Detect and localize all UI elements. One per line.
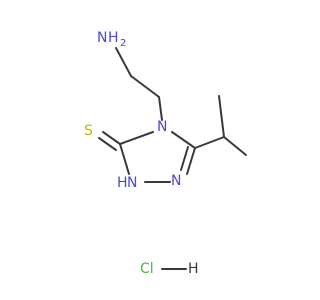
bond-c5-n-double-b [180, 146, 189, 171]
bond-ch2-ch2 [130, 75, 160, 98]
ring-n2-label: N [171, 173, 181, 189]
atom-labels: N H 2 N N H N S Cl H [84, 30, 199, 277]
bond-group [98, 47, 247, 270]
bond-n4-c3 [119, 131, 154, 145]
ring-n4-label: N [157, 119, 167, 135]
salt-cl-label: Cl [140, 261, 154, 277]
amine-h-subscript: 2 [120, 38, 126, 49]
thione-s-label: S [84, 123, 93, 139]
ring-n1-label: N [127, 175, 137, 191]
bond-ch2-n4 [158, 96, 163, 121]
bond-amine-ch2 [115, 47, 132, 77]
molecule-structure: N H 2 N N H N S Cl H [84, 30, 247, 277]
bond-c3-s-double-a [102, 131, 121, 145]
amine-n-label: N [97, 30, 107, 46]
bond-ch-ch3-right [223, 136, 247, 156]
bond-n4-c5 [171, 131, 196, 149]
bond-ch-ch3-top [218, 95, 225, 138]
bond-c3-s-double-b [98, 137, 117, 151]
bond-c5-n-double-a [186, 147, 196, 175]
amine-h-label: H [108, 30, 119, 46]
salt-h-label: H [188, 261, 199, 277]
bond-c5-ch [194, 136, 225, 149]
ring-n1-h-label: H [117, 175, 128, 191]
bond-n1-c3 [119, 143, 130, 175]
